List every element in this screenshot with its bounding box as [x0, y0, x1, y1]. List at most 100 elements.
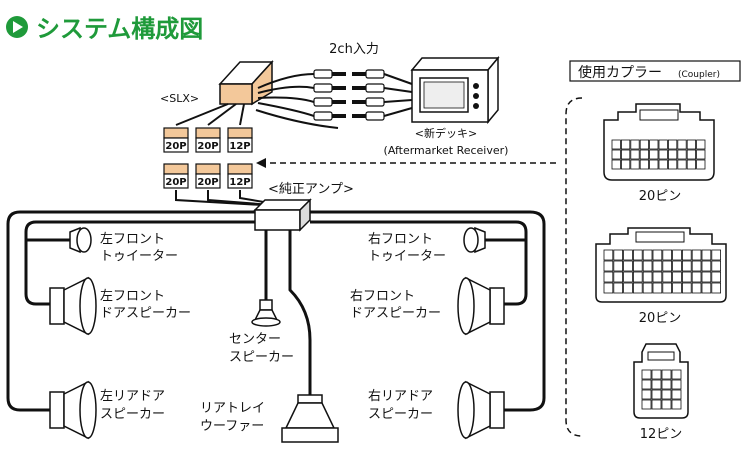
coupler-pin [672, 282, 682, 294]
coupler-pin [652, 271, 663, 283]
coupler-pin [661, 379, 672, 390]
coupler-pin [630, 159, 640, 170]
right-front-door-label-1: 右フロント [350, 289, 415, 304]
input-2ch-label: 2ch入力 [329, 42, 379, 57]
top-connector-label-2: 20P [197, 141, 218, 152]
coupler-pin [642, 260, 653, 272]
coupler-pin [639, 149, 650, 160]
left-front-door-speaker-icon [49, 276, 97, 336]
coupler-pin [658, 139, 668, 150]
coupler-pin [662, 260, 672, 272]
left-tweeter-icon [69, 226, 92, 254]
coupler-pin [651, 389, 662, 400]
coupler-1-label: 20ピン [639, 189, 682, 204]
bottom-connector-label-2: 20P [197, 177, 218, 188]
coupler-pin [686, 149, 697, 160]
coupler-pin [701, 260, 712, 272]
coupler-pin [711, 282, 721, 294]
left-rear-door-label-1: 左リアドア [100, 389, 165, 404]
coupler-pin [641, 389, 652, 400]
coupler-pin [672, 271, 682, 283]
coupler-pin [682, 260, 692, 272]
coupler-pin [633, 282, 643, 294]
right-tweeter-icon [463, 226, 486, 254]
coupler-pin [701, 271, 712, 283]
aftermarket-label: (Aftermarket Receiver) [384, 144, 509, 157]
coupler-pin [677, 159, 687, 170]
coupler-pin [633, 249, 643, 261]
coupler-pin [642, 271, 653, 283]
coupler-pin [658, 149, 668, 160]
speaker-cable [6, 210, 546, 412]
coupler-pin [630, 149, 640, 160]
coupler-pin [652, 249, 663, 261]
coupler-bracket [565, 97, 583, 437]
coupler-pin [623, 249, 633, 261]
coupler-pin [658, 159, 668, 170]
top-connector-2: 20P [195, 127, 221, 153]
coupler-20pin-1-icon [603, 103, 715, 181]
subwoofer-label-1: リアトレイ [200, 401, 265, 416]
coupler-pin [613, 271, 623, 283]
rca-wires [255, 73, 339, 129]
top-connector-label-3: 12P [229, 141, 250, 152]
coupler-pin [651, 399, 662, 410]
coupler-pin [677, 149, 687, 160]
coupler-pin [621, 149, 631, 160]
coupler-pin [623, 260, 633, 272]
coupler-3-label: 12ピン [640, 427, 683, 442]
coupler-12pin-icon [633, 343, 689, 419]
coupler-pin [691, 271, 702, 283]
coupler-pin [701, 249, 712, 261]
coupler-pin [671, 399, 682, 410]
left-rear-door-speaker-icon [49, 380, 97, 440]
coupler-pin [611, 149, 621, 160]
speaker-labels: 左フロント トゥイーター 左フロント ドアスピーカー 左リアドア スピーカー 右… [100, 232, 446, 434]
top-connector-1: 20P [163, 127, 189, 153]
coupler-pin [639, 139, 650, 150]
rca-plugs-slx [313, 69, 346, 121]
coupler-pin [603, 271, 614, 283]
coupler-pin [662, 249, 672, 261]
connectors-bottom: 20P 20P 12P [163, 163, 253, 189]
coupler-pin [682, 271, 692, 283]
coupler-pin [633, 271, 643, 283]
coupler-pin [662, 271, 672, 283]
coupler-pin [651, 369, 662, 380]
coupler-pin [621, 139, 631, 150]
coupler-pin [691, 260, 702, 272]
coupler-pin [691, 282, 702, 294]
center-speaker-label-1: センター [229, 332, 281, 347]
coupler-pin [611, 139, 621, 150]
coupler-pin [611, 159, 621, 170]
bottom-connector-label-3: 12P [229, 177, 250, 188]
coupler-pin [649, 159, 659, 170]
coupler-pin [682, 249, 692, 261]
page-title: システム構成図 [36, 15, 203, 43]
coupler-pin [672, 260, 682, 272]
subwoofer-icon [281, 394, 339, 443]
center-speaker-label-2: スピーカー [229, 350, 294, 365]
coupler-pin [603, 260, 614, 272]
coupler-pin [711, 271, 721, 283]
coupler-pin [651, 379, 662, 390]
coupler-pin [621, 159, 631, 170]
coupler-pin [613, 282, 623, 294]
coupler-pin [649, 139, 659, 150]
coupler-pin [639, 159, 650, 170]
bottom-connector-2: 20P [195, 163, 221, 189]
rca-plugs-receiver [352, 69, 413, 121]
coupler-20pin-2-icon [595, 227, 727, 303]
coupler-pin [613, 249, 623, 261]
right-rear-door-label-1: 右リアドア [368, 389, 433, 404]
coupler-pin [641, 399, 652, 410]
coupler-pin [652, 282, 663, 294]
right-front-door-label-2: ドアスピーカー [350, 306, 441, 321]
coupler-pin [696, 139, 706, 150]
bottom-connector-1: 20P [163, 163, 189, 189]
coupler-title-sub: (Coupler) [678, 70, 720, 80]
right-rear-door-label-2: スピーカー [368, 407, 433, 422]
coupler-pin [711, 249, 721, 261]
coupler-pin [672, 249, 682, 261]
coupler-pin [686, 159, 697, 170]
